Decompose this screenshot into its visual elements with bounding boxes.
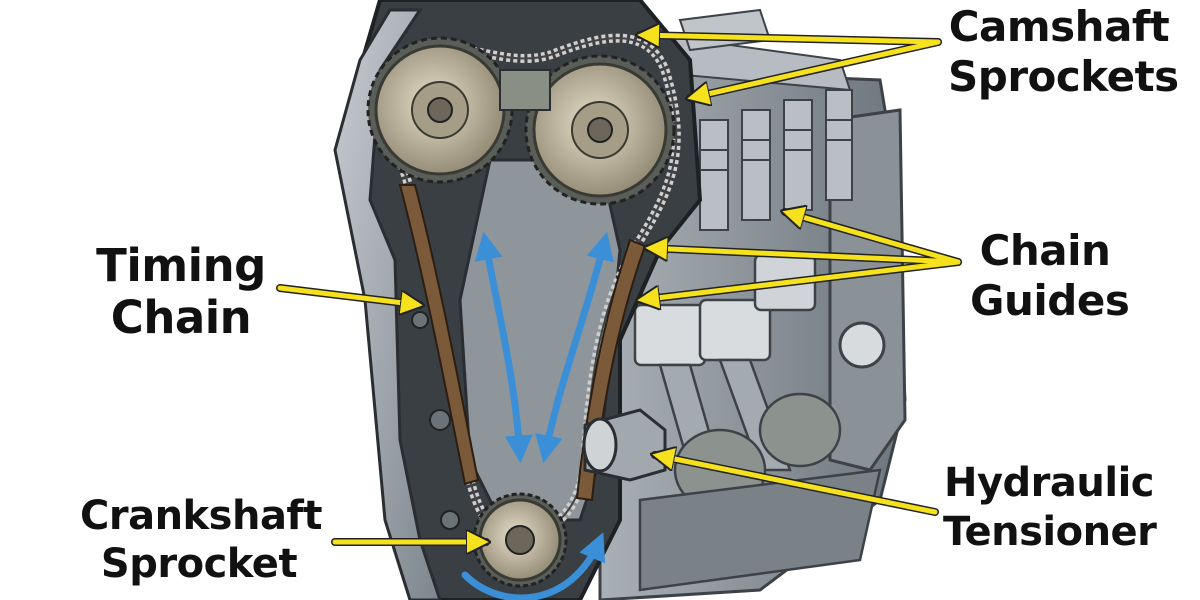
arrow-guide-lower <box>640 259 961 300</box>
label-crankshaft-sprocket: Crankshaft Sprocket <box>80 493 322 587</box>
arrow-camshaft-left <box>640 35 941 42</box>
label-hydraulic-tensioner: Hydraulic Tensioner <box>943 460 1157 555</box>
arrow-guide-valve <box>785 212 961 265</box>
crankshaft-sprocket-icon <box>472 492 568 588</box>
label-chain-guides: Chain Guides <box>970 226 1130 325</box>
arrow-timing-chain <box>277 285 420 305</box>
arrow-tensioner <box>655 455 938 515</box>
rotation-arrows <box>461 231 614 600</box>
camshaft <box>499 69 551 111</box>
arrow-guide-upper <box>648 248 961 265</box>
chain-guide-icon <box>398 184 480 486</box>
label-timing-chain: Timing Chain <box>96 239 266 344</box>
callout-arrows <box>276 35 962 542</box>
camshaft-sprocket-right <box>524 54 676 206</box>
arrow-camshaft-right <box>690 39 941 98</box>
hydraulic-tensioner-icon <box>582 408 667 482</box>
valve-springs <box>699 89 853 231</box>
camshaft-sprocket-icon <box>366 36 514 184</box>
label-camshaft-sprockets: Camshaft Sprockets <box>948 2 1179 102</box>
piston-icon <box>633 253 882 592</box>
